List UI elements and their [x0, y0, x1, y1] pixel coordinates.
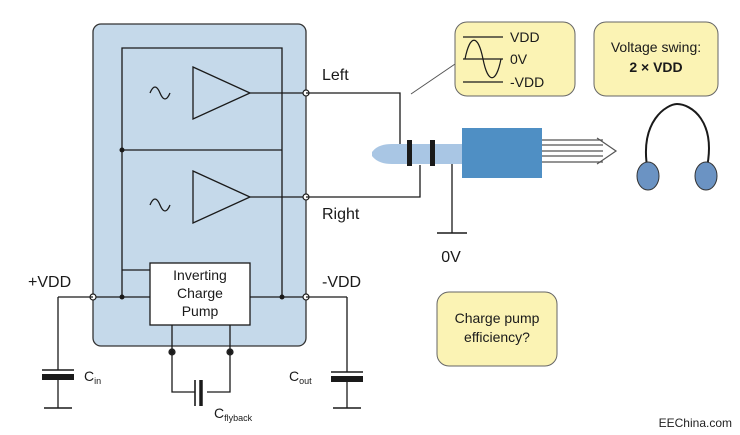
plus-vdd-label: +VDD — [28, 274, 71, 291]
left-label: Left — [322, 67, 349, 84]
minus-vdd-label: -VDD — [322, 274, 361, 291]
sine-wave-icon — [463, 36, 503, 83]
internal-wiring — [93, 47, 306, 352]
efficiency-callout — [436, 291, 558, 367]
cout-capacitor — [331, 371, 363, 409]
sine-source-left-icon — [149, 86, 171, 100]
efficiency-line2: efficiency? — [464, 329, 530, 345]
cout-label: Cout — [289, 368, 312, 386]
waveform-callout — [454, 21, 576, 97]
external-wiring — [57, 92, 453, 393]
cin-label: Cin — [84, 368, 101, 386]
cflyback-label: Cflyback — [214, 405, 253, 423]
waveform-neg: -VDD — [510, 74, 544, 90]
voltage-swing-callout — [593, 21, 719, 97]
cin-capacitor — [42, 369, 74, 409]
opamp-left — [192, 65, 252, 121]
watermark: EEChina.com — [659, 416, 732, 430]
waveform-vdd: VDD — [510, 29, 540, 45]
right-label: Right — [322, 206, 360, 223]
charge-pump-block — [149, 262, 251, 326]
waveform-zero: 0V — [510, 51, 528, 67]
charge-pump-label-2: Charge — [177, 285, 223, 301]
charge-pump-label-3: Pump — [182, 303, 219, 319]
headphones-icon — [636, 102, 718, 191]
junction-dots — [119, 147, 285, 355]
cflyback-capacitor — [194, 380, 203, 406]
voltage-swing-line2: 2 × VDD — [629, 59, 682, 75]
voltage-swing-line1: Voltage swing: — [611, 39, 701, 55]
charge-pump-label-1: Inverting — [173, 267, 227, 283]
sine-source-right-icon — [149, 198, 171, 212]
audio-jack — [372, 128, 618, 178]
ground-label: 0V — [441, 249, 461, 266]
efficiency-line1: Charge pump — [455, 310, 540, 326]
opamp-right — [192, 169, 252, 225]
